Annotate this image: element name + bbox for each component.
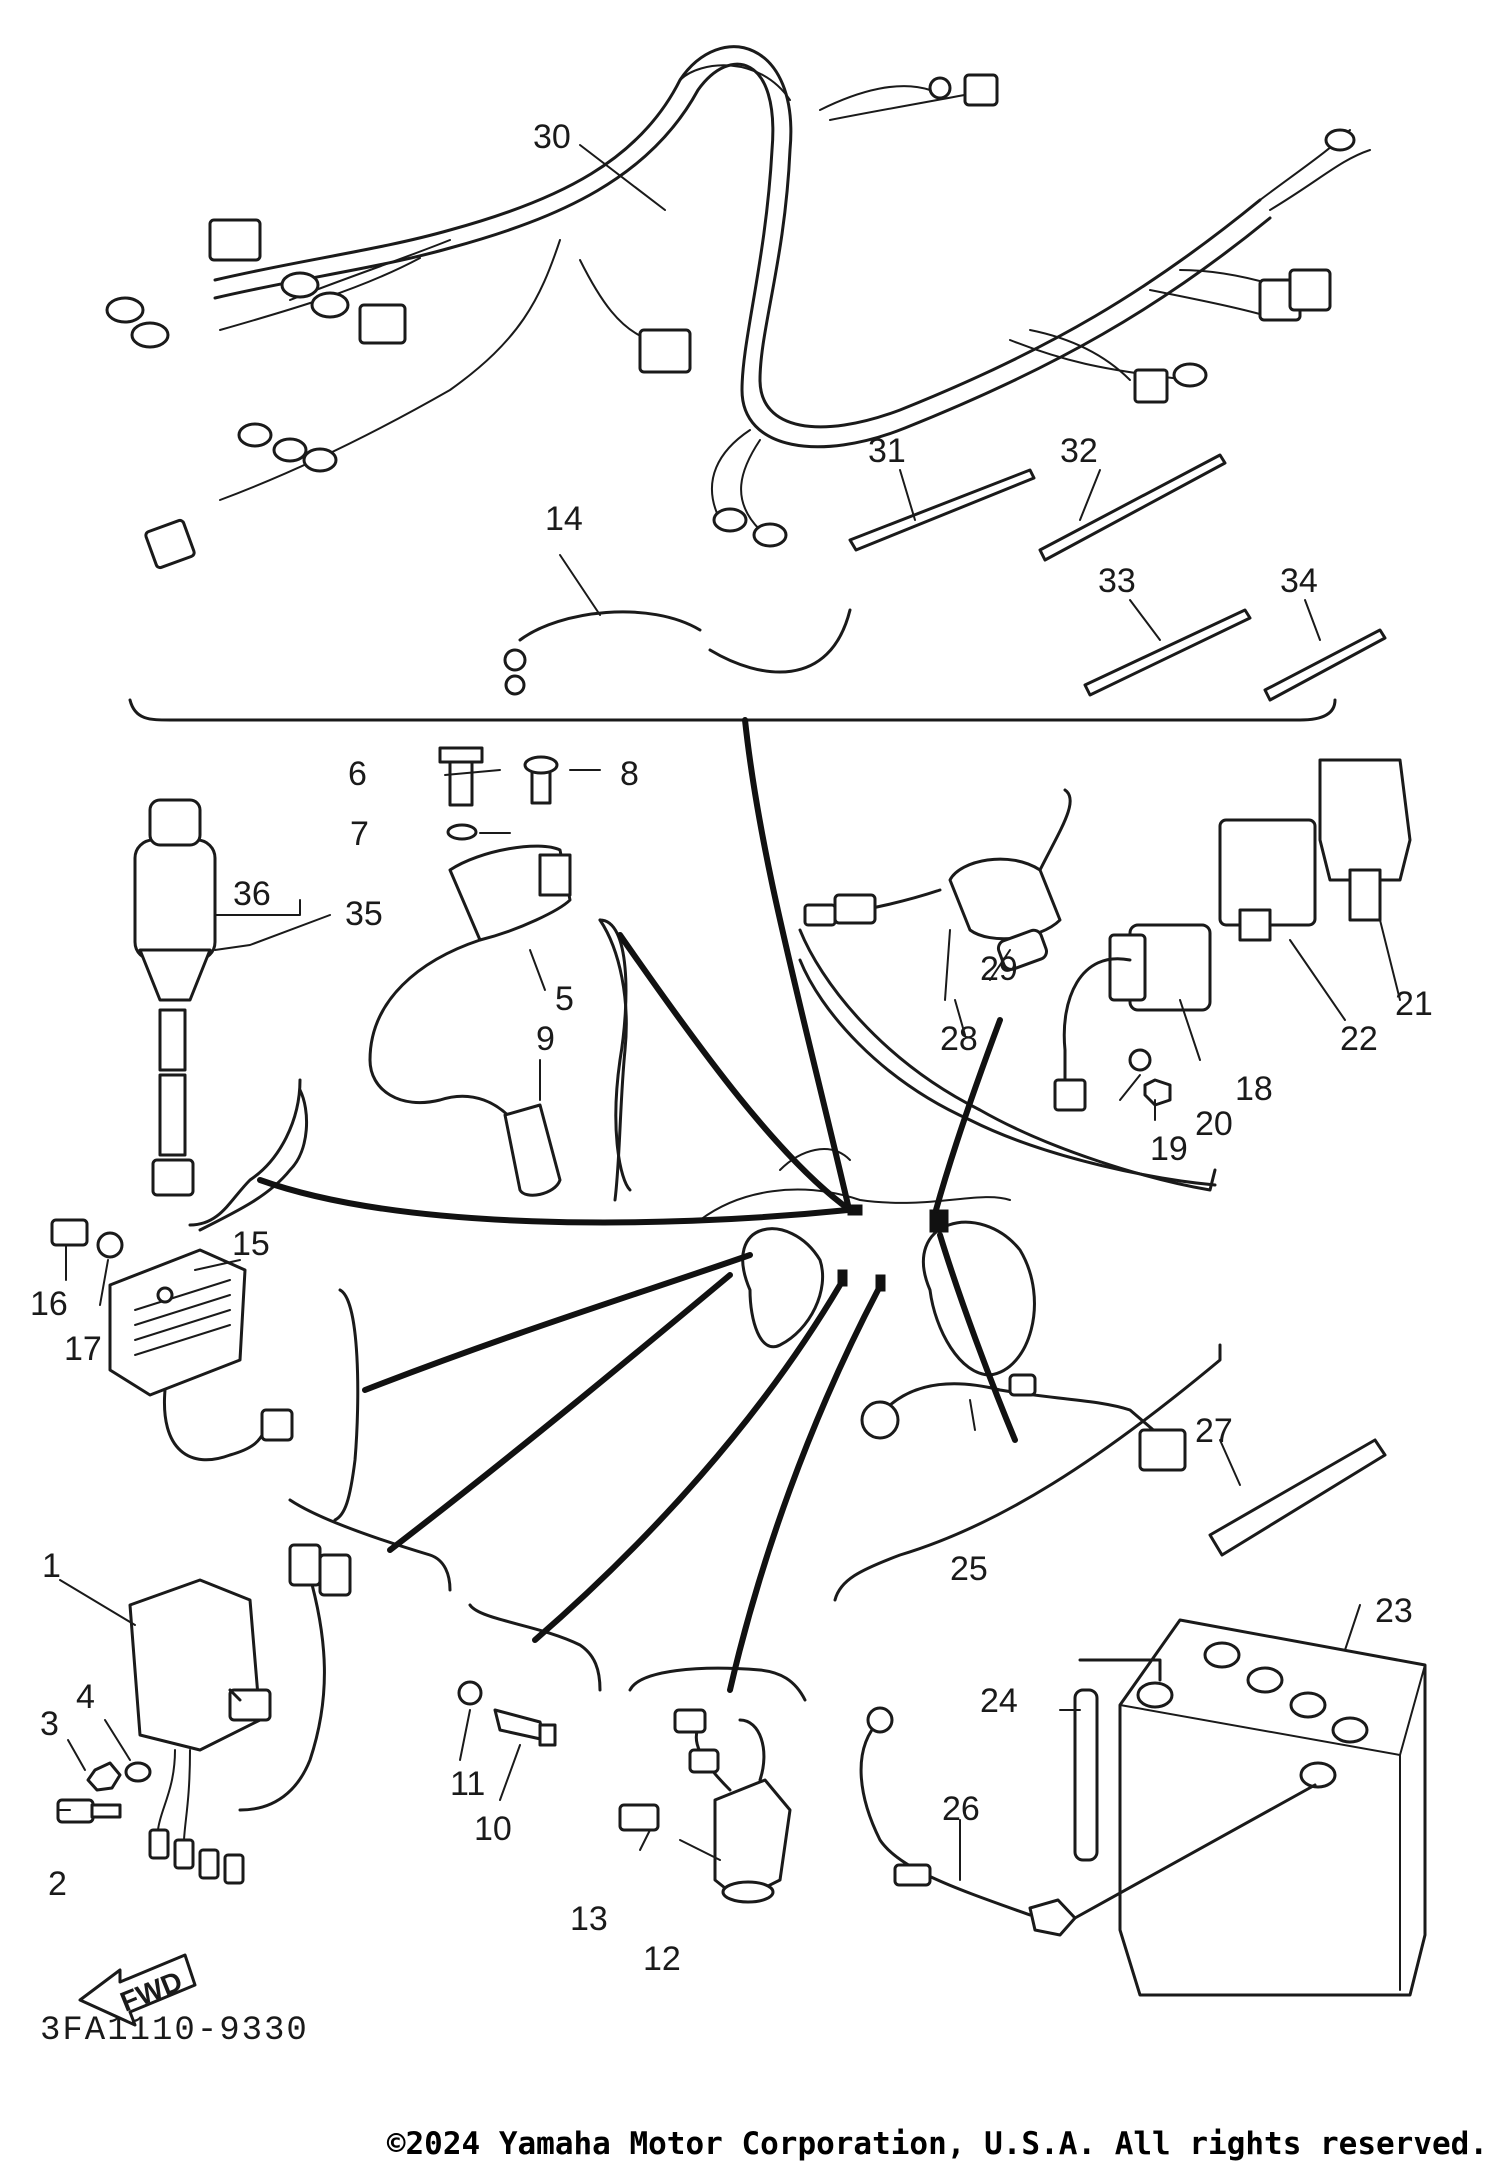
callout-11: 11 xyxy=(450,1765,485,1803)
diagram-part-code: 3FA1110-9330 xyxy=(40,2012,309,2050)
copyright-notice: ©2024 Yamaha Motor Corporation, U.S.A. A… xyxy=(386,2126,1488,2162)
callout-9: 9 xyxy=(536,1020,555,1058)
relay-group xyxy=(798,758,1412,1192)
callout-31: 31 xyxy=(868,432,906,470)
callout-15: 15 xyxy=(232,1225,270,1263)
callout-14: 14 xyxy=(545,500,583,538)
leader-lines xyxy=(257,717,1018,1693)
cable-ties xyxy=(848,453,1387,702)
callout-24: 24 xyxy=(980,1682,1018,1720)
callout-12: 12 xyxy=(643,1940,681,1978)
callout-4: 4 xyxy=(76,1678,95,1716)
callout-1: 1 xyxy=(42,1547,61,1585)
callout-17: 17 xyxy=(64,1330,102,1368)
callout-10: 10 xyxy=(474,1810,512,1848)
callout-6: 6 xyxy=(348,755,367,793)
callout-2: 2 xyxy=(48,1865,67,1903)
callout-34: 34 xyxy=(1280,562,1318,600)
lead-wire xyxy=(503,608,852,696)
callout-16: 16 xyxy=(30,1285,68,1323)
callout-3: 3 xyxy=(40,1705,59,1743)
callout-8: 8 xyxy=(620,755,639,793)
callout-13: 13 xyxy=(570,1900,608,1938)
starter-switch xyxy=(618,1708,792,1904)
callout-36: 36 xyxy=(233,875,271,913)
callout-28: 28 xyxy=(940,1020,978,1058)
callout-18: 18 xyxy=(1235,1070,1273,1108)
callout-21: 21 xyxy=(1395,985,1433,1023)
vehicle-silhouette xyxy=(699,1148,1036,1377)
callout-35: 35 xyxy=(345,895,383,933)
callout-25: 25 xyxy=(950,1550,988,1588)
callout-20: 20 xyxy=(1195,1105,1233,1143)
callout-32: 32 xyxy=(1060,432,1098,470)
fwd-arrow: FWD xyxy=(78,1953,197,2027)
rectifier-group xyxy=(50,1218,294,1462)
callout-numbers: 30 31 32 33 34 14 6 7 8 36 35 5 9 15 16 … xyxy=(30,118,1433,1978)
callout-leaders xyxy=(59,144,1401,1881)
cdi-unit-group xyxy=(56,1543,352,1885)
wire-harness xyxy=(105,45,1371,570)
callout-19: 19 xyxy=(1150,1130,1188,1168)
main-switch-group xyxy=(133,798,302,1227)
group-bracket-harness xyxy=(128,698,1337,722)
callout-27: 27 xyxy=(1195,1412,1233,1450)
callout-5: 5 xyxy=(555,980,574,1018)
battery-group xyxy=(859,1373,1427,1997)
group-brackets xyxy=(198,918,1222,1702)
callout-7: 7 xyxy=(350,815,369,853)
callout-29: 29 xyxy=(980,950,1018,988)
callout-26: 26 xyxy=(942,1790,980,1828)
callout-23: 23 xyxy=(1375,1592,1413,1630)
callout-33: 33 xyxy=(1098,562,1136,600)
callout-30: 30 xyxy=(533,118,571,156)
neutral-switch xyxy=(457,1680,557,1747)
ignition-coil-group xyxy=(368,746,628,1202)
callout-22: 22 xyxy=(1340,1020,1378,1058)
